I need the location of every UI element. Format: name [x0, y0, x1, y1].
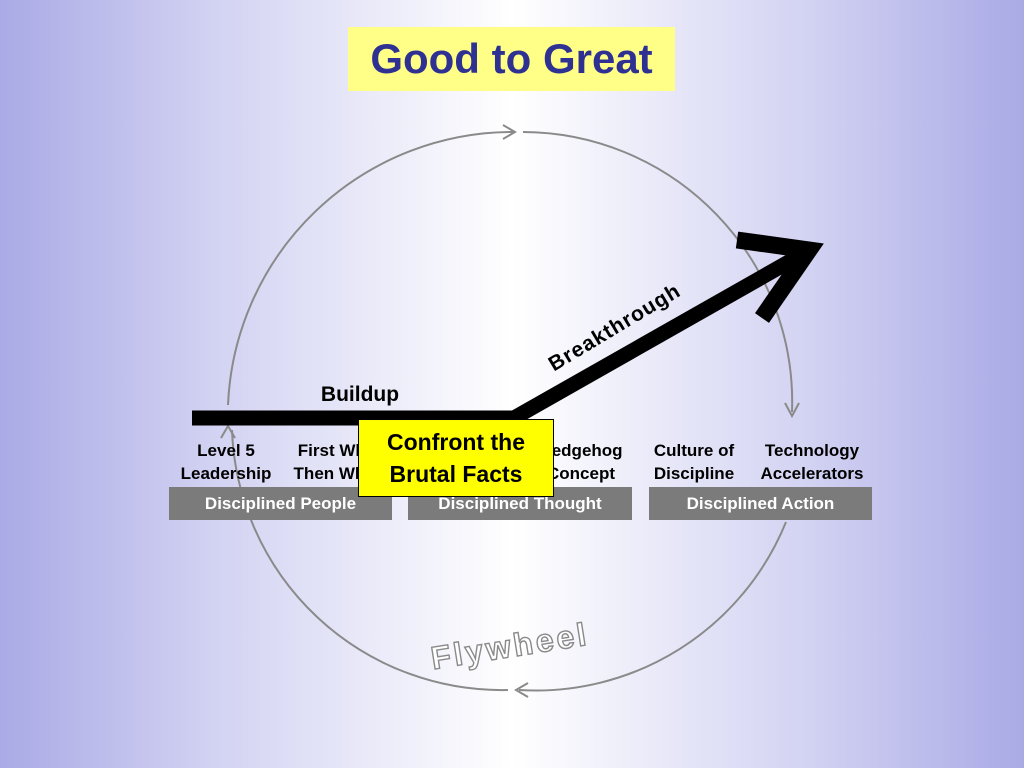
arrow-up-icon: [220, 424, 236, 439]
stage-culture-line2: Discipline: [653, 464, 735, 483]
confront-line1: Confront the: [387, 429, 525, 455]
circle-arc-top-right: [522, 131, 794, 413]
stage-culture: Culture of Discipline: [644, 439, 744, 485]
circle-arc-top-left: [227, 130, 514, 406]
stage-level5-line1: Level 5: [197, 441, 255, 460]
stage-hedgehog: Hedgehog Concept: [526, 439, 636, 485]
circle-arc-bottom-right: [518, 521, 787, 692]
arrow-right-icon: [502, 124, 517, 140]
buildup-label: Buildup: [320, 383, 400, 406]
stage-level5: Level 5 Leadership: [170, 439, 282, 485]
stage-culture-line1: Culture of: [653, 441, 735, 460]
breakthrough-arrowhead-icon: [735, 231, 824, 323]
stage-hedgehog-line1: Hedgehog: [539, 441, 623, 460]
group-disciplined-people: Disciplined People: [169, 487, 392, 520]
stage-level5-line2: Leadership: [180, 464, 272, 483]
stage-technology-line1: Technology: [764, 441, 860, 460]
stage-technology: Technology Accelerators: [748, 439, 876, 485]
page-title: Good to Great: [348, 27, 675, 91]
confront-line2: Brutal Facts: [389, 461, 523, 487]
stage-hedgehog-line2: Concept: [547, 464, 615, 483]
group-disciplined-action: Disciplined Action: [649, 487, 872, 520]
stage-first-who-line1: First Who: [297, 441, 377, 460]
arrow-left-icon: [514, 682, 529, 698]
arrow-down-icon: [784, 402, 800, 419]
confront-brutal-facts-box: Confront the Brutal Facts: [358, 419, 554, 497]
breakthrough-line: [503, 244, 812, 429]
stage-technology-line2: Accelerators: [760, 464, 864, 483]
